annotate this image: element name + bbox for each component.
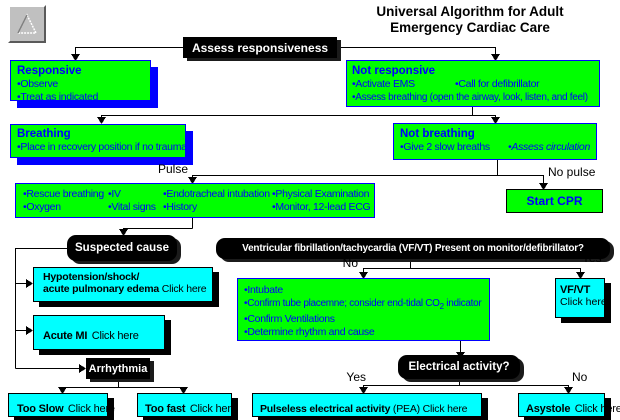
node-label: Arrhythmia: [88, 362, 148, 375]
node-vf-question: Ventricular fibrillation/tachycardia (VF…: [216, 238, 610, 259]
bullet-item: •Treat as indicated: [17, 91, 99, 103]
bullet-item: •Oxygen: [23, 201, 61, 213]
bullet-item: •Assess circulation: [507, 141, 590, 153]
node-label: Start CPR: [526, 194, 583, 208]
node-suspected-cause: Suspected cause: [67, 235, 177, 261]
triangle-icon: [16, 13, 38, 34]
navigation-button[interactable]: [8, 5, 46, 43]
node-breathing: Breathing •Place in recovery position if…: [10, 124, 187, 158]
click-here-link[interactable]: Click here: [161, 283, 207, 295]
bullet-item: •Confirm Ventilations: [244, 313, 335, 325]
bullet-item: •Monitor, 12-lead ECG: [272, 201, 371, 213]
node-electrical-activity: Electrical activity?: [398, 355, 520, 379]
bullet-item: •Activate EMS: [352, 78, 415, 90]
link-title: VF/VT: [560, 284, 591, 296]
node-title: Not responsive: [352, 65, 436, 77]
flow-label-no: No: [342, 256, 358, 270]
click-here-link[interactable]: Click here: [574, 403, 620, 415]
co2-subscript: 2: [439, 302, 444, 311]
page-title-line1: Universal Algorithm for Adult: [376, 4, 564, 19]
link-too-slow[interactable]: Too Slow Click here: [8, 393, 115, 417]
link-title: Hypotension/shock/: [43, 271, 140, 283]
node-title: Responsive: [17, 65, 82, 77]
flow-label-no-pulse: No pulse: [548, 165, 596, 179]
node-not-responsive: Not responsive •Activate EMS •Call for d…: [346, 60, 600, 107]
node-assessment-actions: •Rescue breathing •Oxygen •IV •Vital sig…: [15, 183, 375, 218]
bullet-item: •Determine rhythm and cause: [244, 326, 375, 338]
link-pea[interactable]: Pulseless electrical activity (PEA) Clic…: [252, 393, 482, 417]
node-label: Suspected cause: [75, 242, 169, 254]
node-responsive: Responsive •Observe •Treat as indicated: [10, 60, 151, 103]
flow-label-pulse: Pulse: [157, 162, 188, 176]
bullet-item: •Assess breathing (open the airway, look…: [352, 92, 588, 103]
node-label: Electrical activity?: [408, 361, 510, 373]
link-too-fast[interactable]: Too fast Click here: [137, 393, 237, 417]
bullet-item: •History: [163, 201, 197, 213]
page-title: Universal Algorithm for Adult Emergency …: [368, 4, 572, 36]
node-arrhythmia: Arrhythmia: [86, 358, 150, 379]
click-here-link[interactable]: Click here: [560, 296, 607, 308]
bullet-item: •Rescue breathing: [23, 188, 104, 200]
bullet-item: •Physical Examination: [272, 188, 370, 200]
link-vfvt[interactable]: VF/VT Click here: [555, 278, 607, 318]
link-title: Too Slow: [17, 403, 64, 415]
link-title: Acute MI: [43, 330, 88, 342]
bullet-item: •Call for defibrillator: [455, 78, 540, 90]
link-title: Asystole: [526, 403, 571, 415]
page-title-line2: Emergency Cardiac Care: [390, 20, 550, 35]
node-label: Ventricular fibrillation/tachycardia (VF…: [242, 243, 584, 254]
bullet-item: •Confirm tube placemne; consider end-tid…: [244, 298, 482, 311]
flow-label-yes: Yes: [582, 251, 602, 265]
click-here-link[interactable]: Click here: [91, 330, 139, 342]
flow-label-yes: Yes: [346, 370, 366, 384]
bullet-item: •Place in recovery position if no trauma: [17, 141, 187, 153]
node-label: Assess responsiveness: [191, 40, 329, 55]
link-title: Pulseless electrical activity: [260, 403, 391, 415]
link-title: Too fast: [145, 403, 186, 415]
bullet-item: •Endotracheal intubation: [163, 188, 270, 200]
node-title: Not breathing: [400, 128, 475, 140]
node-title: Breathing: [17, 128, 71, 140]
link-acute-mi[interactable]: Acute MI Click here: [33, 315, 165, 350]
node-not-breathing: Not breathing •Give 2 slow breaths •Asse…: [393, 123, 597, 160]
click-here-link[interactable]: (PEA) Click here: [390, 403, 468, 415]
link-hypotension-shock[interactable]: Hypotension/shock/ acute pulmonary edema…: [33, 267, 213, 302]
click-here-link[interactable]: Click here: [189, 403, 237, 415]
click-here-link[interactable]: Click here: [67, 403, 115, 415]
bullet-item: •Intubate: [244, 284, 283, 296]
flow-label-no: No: [572, 370, 588, 384]
bullet-item: •Give 2 slow breaths: [400, 141, 490, 153]
node-intubate-actions: •Intubate •Confirm tube placemne; consid…: [237, 278, 490, 341]
node-start-cpr: Start CPR: [506, 189, 603, 213]
node-assess-responsiveness: Assess responsiveness: [183, 37, 337, 58]
bullet-item: •IV: [108, 188, 121, 200]
bullet-item: •Vital signs: [108, 201, 156, 213]
bullet-item: •Observe: [17, 78, 58, 90]
link-asystole[interactable]: Asystole Click here: [518, 393, 620, 417]
link-title: acute pulmonary edema: [43, 283, 160, 295]
